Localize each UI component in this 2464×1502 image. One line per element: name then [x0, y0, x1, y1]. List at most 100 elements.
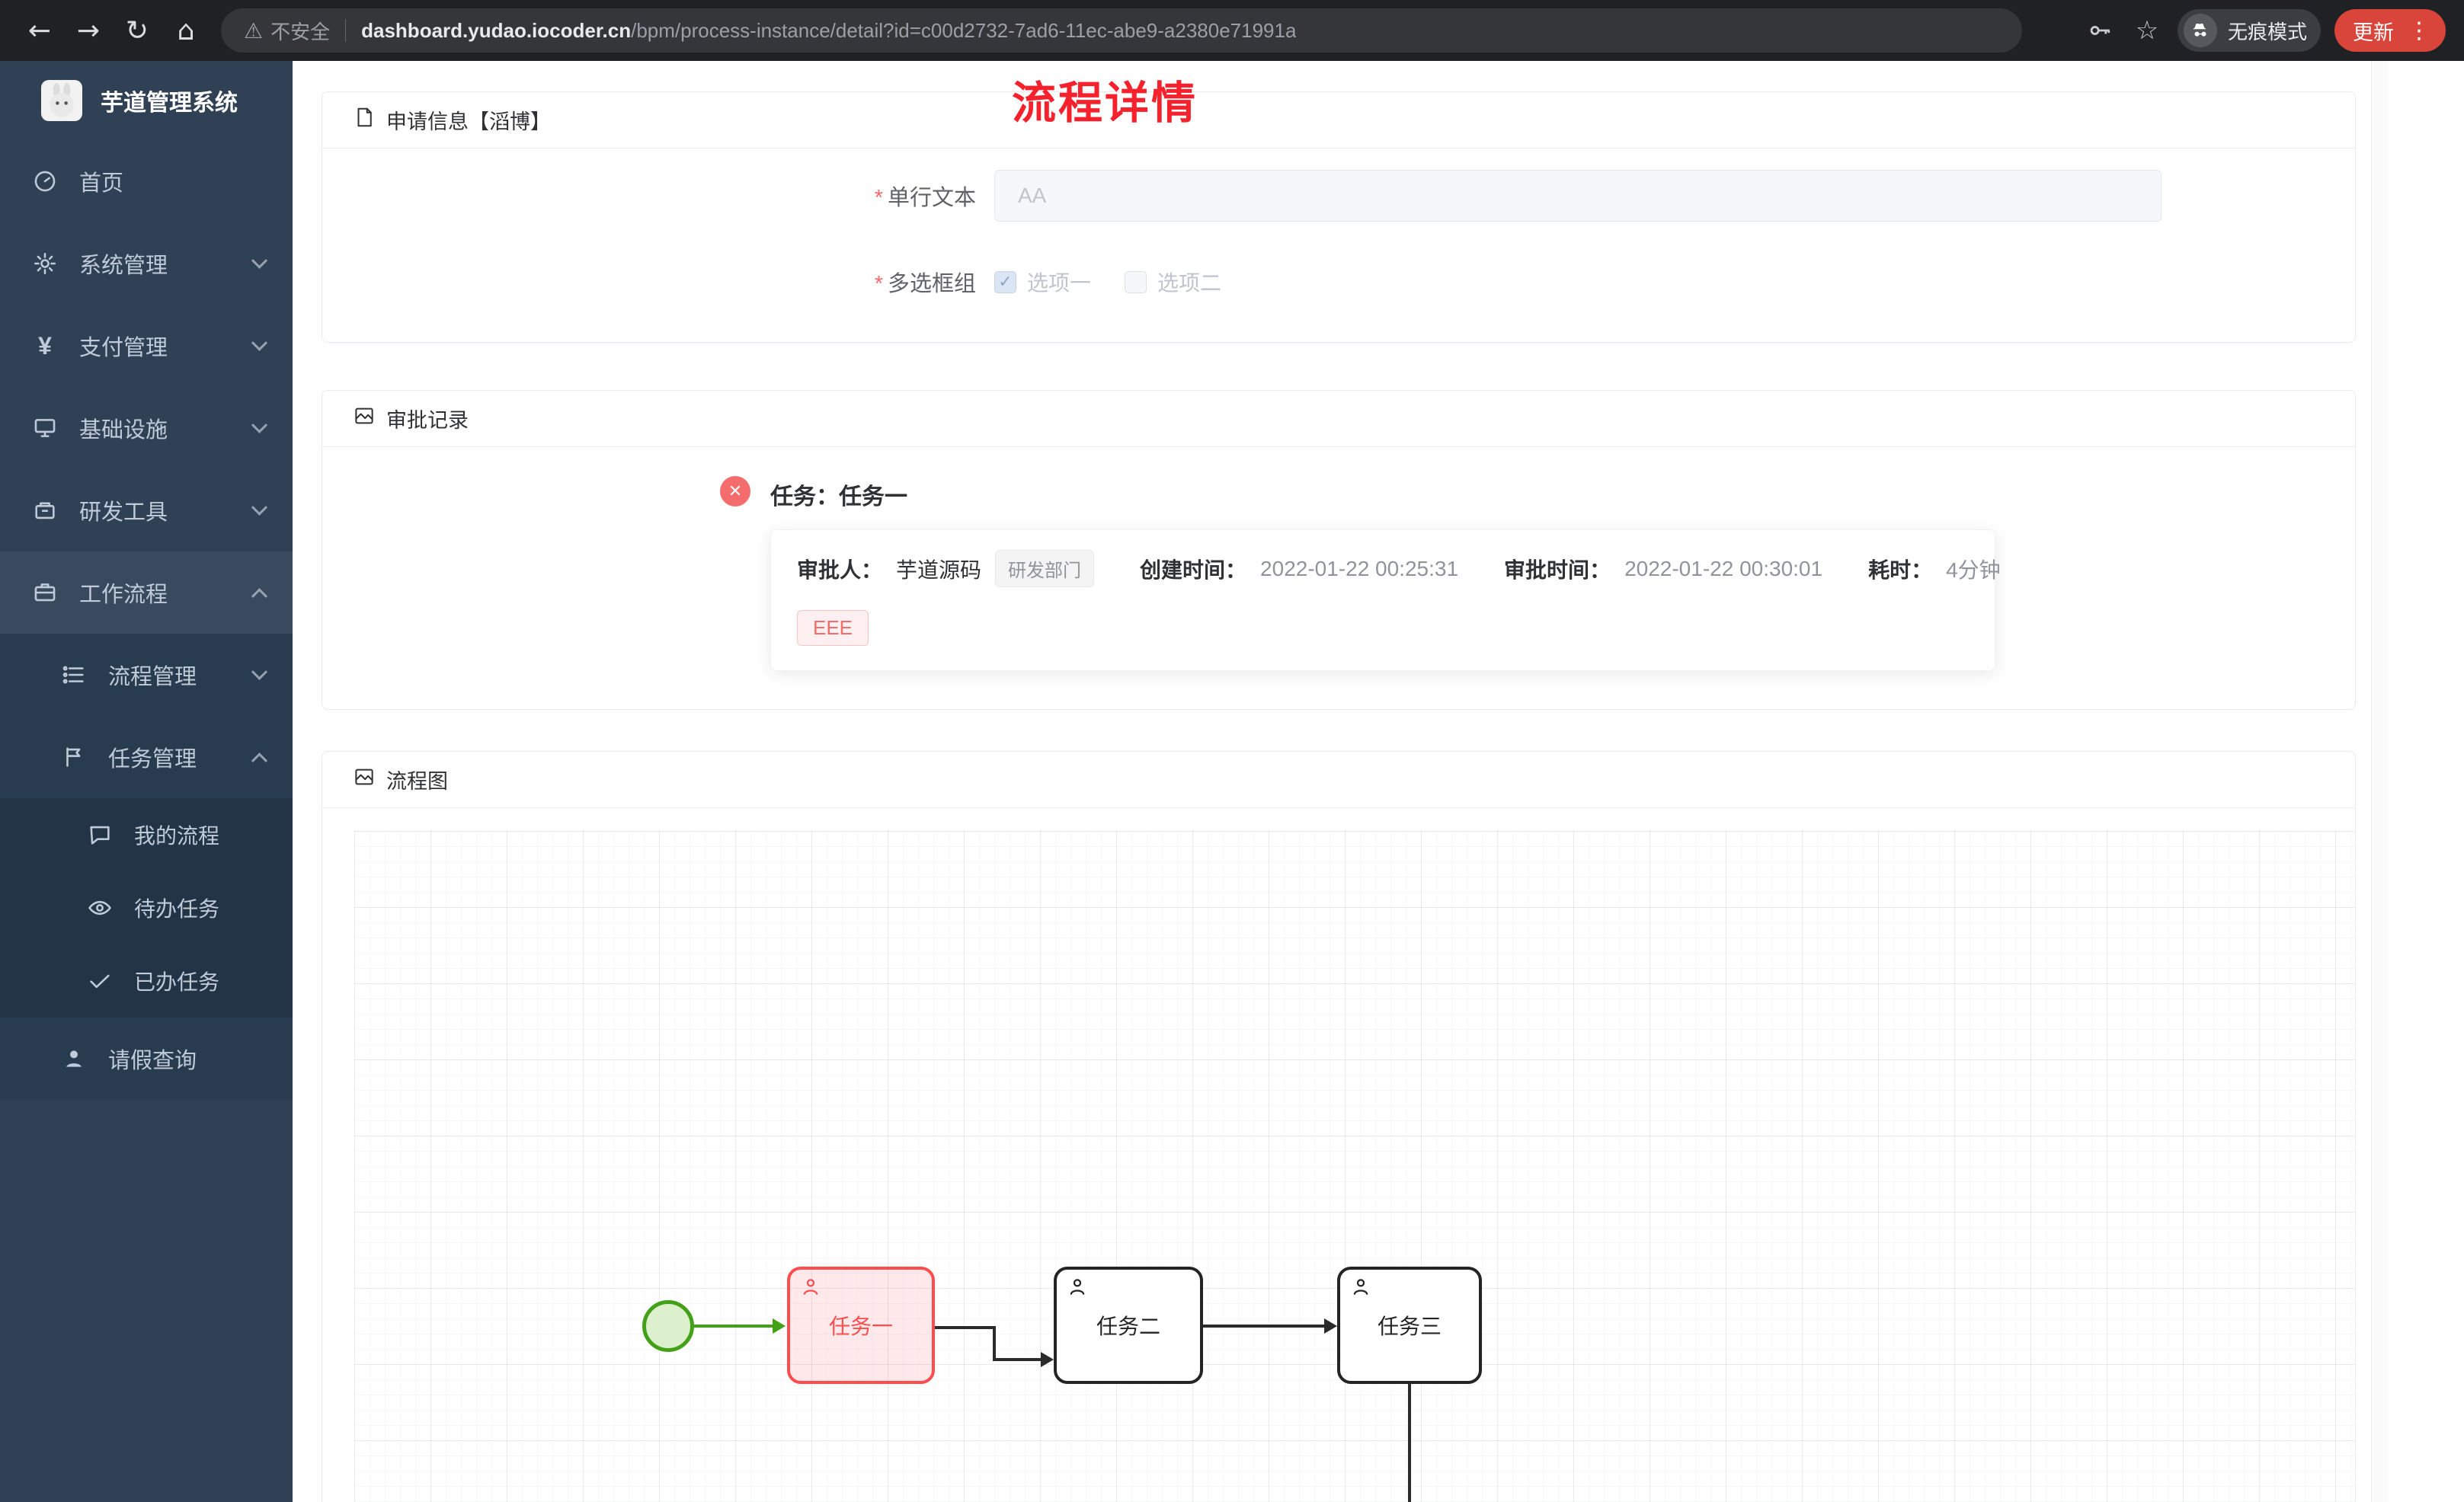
- home-icon[interactable]: ⌂: [177, 14, 195, 46]
- chevron-up-icon: [251, 587, 268, 604]
- sidebar-item-label: 我的流程: [134, 824, 220, 848]
- approval-meta-row: 审批人： 芋道源码 研发部门 创建时间： 2022-01-22 00:25:31…: [797, 550, 2001, 587]
- sidebar-item-label: 工作流程: [79, 583, 168, 607]
- sidebar-item-label: 基础设施: [79, 418, 168, 443]
- task-node-label: 任务一: [828, 1315, 893, 1338]
- sidebar-item-leave-query[interactable]: 请假查询: [0, 1018, 293, 1100]
- sidebar-item-label: 已办任务: [134, 970, 220, 994]
- main-content: 流程详情 申请信息【滔博】 *单行文本 *多选框组 ✓ 选项一 选项二: [293, 61, 2464, 1502]
- approver-label: 审批人：: [797, 558, 883, 582]
- sequence-flow-start: [694, 1325, 773, 1328]
- approval-record-header: 审批记录: [322, 391, 2355, 447]
- key-icon[interactable]: [2083, 14, 2117, 47]
- eye-icon: [85, 893, 114, 922]
- arrowhead-icon: [1324, 1318, 1337, 1334]
- sidebar-item-label: 首页: [79, 171, 124, 196]
- process-diagram-header: 流程图: [322, 752, 2355, 808]
- checkbox-unchecked-icon[interactable]: [1125, 270, 1147, 293]
- card-header-label: 申请信息【滔博】: [386, 110, 551, 133]
- bookmark-star-icon[interactable]: ☆: [2135, 15, 2159, 46]
- approved-time-value: 2022-01-22 00:30:01: [1624, 556, 1823, 580]
- forward-icon[interactable]: →: [76, 14, 101, 46]
- checkbox-label: 选项二: [1157, 271, 1222, 295]
- sidebar-item-todo-tasks[interactable]: 待办任务: [0, 871, 293, 944]
- back-icon[interactable]: ←: [27, 14, 52, 46]
- department-tag: 研发部门: [995, 550, 1095, 587]
- gear-icon: [30, 249, 59, 278]
- security-label: 不安全: [270, 20, 331, 43]
- app-logo-row: 芋道管理系统: [0, 61, 293, 140]
- incognito-badge[interactable]: 无痕模式: [2177, 9, 2321, 52]
- created-time-label: 创建时间：: [1140, 558, 1247, 582]
- user-task-icon: [1066, 1276, 1089, 1299]
- approver-name: 芋道源码: [896, 558, 982, 582]
- url-text: dashboard.yudao.iocoder.cn/bpm/process-i…: [361, 19, 1296, 43]
- checkbox-checked-icon[interactable]: ✓: [994, 270, 1016, 293]
- sidebar-item-task-management[interactable]: 任务管理: [0, 716, 293, 798]
- checkbox-label: 选项一: [1027, 271, 1092, 295]
- menu-kebab-icon[interactable]: ⋮: [2408, 17, 2430, 44]
- sidebar-item-label: 研发工具: [79, 500, 168, 525]
- user-task-icon: [799, 1276, 822, 1299]
- sequence-flow-2: [1203, 1325, 1325, 1328]
- duration-label: 耗时：: [1868, 558, 1933, 582]
- incognito-label: 无痕模式: [2227, 20, 2307, 43]
- sidebar-item-devtools[interactable]: 研发工具: [0, 469, 293, 551]
- sidebar-item-my-processes[interactable]: 我的流程: [0, 798, 293, 871]
- sidebar-item-system[interactable]: 系统管理: [0, 222, 293, 305]
- browser-chrome: ← → ↻ ⌂ ⚠ 不安全 dashboard.yudao.iocoder.cn…: [0, 0, 2464, 61]
- flag-icon: [59, 743, 88, 772]
- sidebar-item-process-management[interactable]: 流程管理: [0, 634, 293, 716]
- comment-tag: EEE: [797, 610, 869, 646]
- chevron-down-icon: [251, 334, 268, 351]
- frame-icon: [353, 765, 376, 794]
- task-node-2[interactable]: 任务二: [1054, 1267, 1203, 1384]
- scrollbar[interactable]: [2371, 61, 2388, 1502]
- monitor-icon: [30, 414, 59, 443]
- chevron-down-icon: [251, 499, 268, 516]
- briefcase-icon: [30, 578, 59, 607]
- approval-record-card: 审批记录 ✕ 任务：任务一 审批人： 芋道源码 研发部门 创建时间： 2022-…: [322, 390, 2356, 710]
- sequence-flow-3: [1408, 1384, 1411, 1502]
- check-done-icon: [85, 967, 114, 995]
- url-domain: dashboard.yudao.iocoder.cn: [361, 18, 632, 42]
- arrowhead-icon: [773, 1318, 786, 1334]
- chevron-up-icon: [251, 752, 268, 769]
- task-node-1[interactable]: 任务一: [787, 1267, 935, 1384]
- chevron-down-icon: [251, 663, 268, 680]
- sidebar-item-home[interactable]: 首页: [0, 140, 293, 222]
- chevron-down-icon: [251, 252, 268, 269]
- update-label: 更新: [2353, 21, 2394, 44]
- incognito-icon: [2183, 14, 2217, 47]
- page-title: 流程详情: [1012, 78, 1198, 128]
- bpmn-canvas[interactable]: 任务一 任务二 任务三: [354, 831, 2355, 1502]
- sidebar-item-infrastructure[interactable]: 基础设施: [0, 387, 293, 469]
- single-line-text-input[interactable]: [994, 170, 2162, 222]
- sidebar-item-payment[interactable]: ¥ 支付管理: [0, 305, 293, 387]
- user-icon: [59, 1044, 88, 1073]
- start-event-node[interactable]: [642, 1300, 694, 1352]
- user-task-icon: [1349, 1276, 1372, 1299]
- toolbox-icon: [30, 496, 59, 525]
- sidebar-item-label: 待办任务: [134, 897, 220, 921]
- checkbox-option-1[interactable]: ✓ 选项一: [994, 267, 1091, 297]
- sidebar-item-label: 支付管理: [79, 336, 168, 360]
- chat-icon: [85, 820, 114, 849]
- sidebar-item-label: 任务管理: [108, 747, 197, 772]
- duration-value: 4分钟: [1946, 558, 2001, 582]
- update-button[interactable]: 更新 ⋮: [2334, 9, 2446, 52]
- list-icon: [59, 660, 88, 689]
- sequence-flow-1: [935, 1326, 996, 1329]
- checkbox-option-2[interactable]: 选项二: [1125, 267, 1221, 297]
- chevron-down-icon: [251, 417, 268, 433]
- sidebar-item-done-tasks[interactable]: 已办任务: [0, 944, 293, 1018]
- field-label: *多选框组: [874, 272, 976, 296]
- reload-icon[interactable]: ↻: [125, 14, 149, 46]
- required-mark: *: [874, 272, 883, 296]
- task-node-3[interactable]: 任务三: [1337, 1267, 1482, 1384]
- address-bar[interactable]: ⚠ 不安全 dashboard.yudao.iocoder.cn/bpm/pro…: [221, 8, 2022, 53]
- approved-time-label: 审批时间：: [1504, 558, 1611, 582]
- sidebar-item-workflow[interactable]: 工作流程: [0, 551, 293, 634]
- sequence-flow-1: [993, 1358, 1043, 1361]
- form-row-text: *单行文本: [322, 170, 2355, 222]
